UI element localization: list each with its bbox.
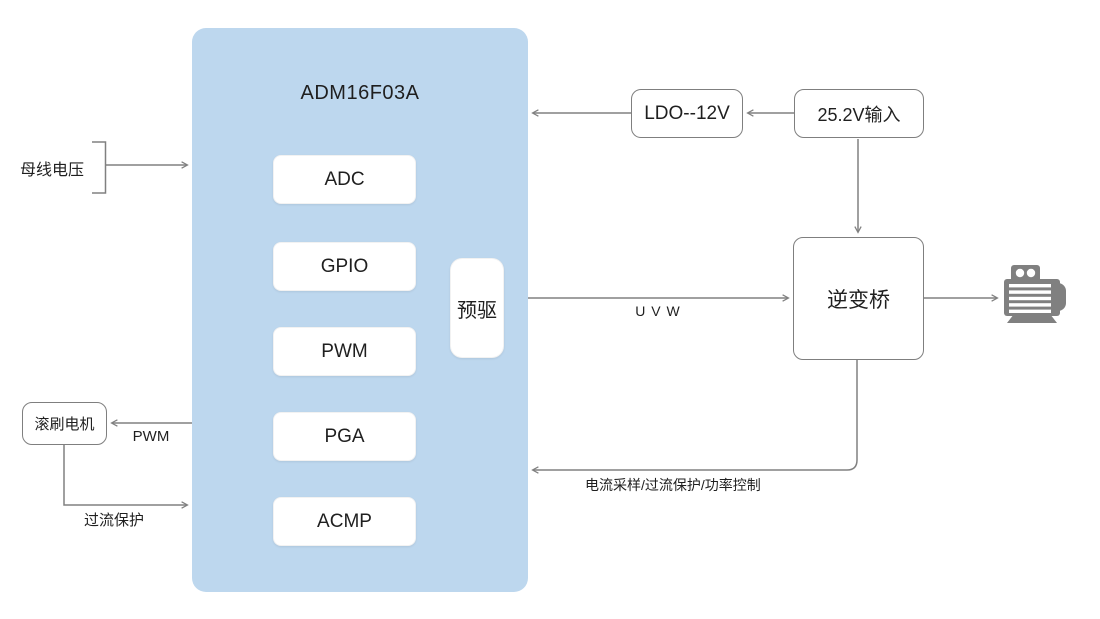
node-label: 逆变桥 xyxy=(827,288,890,312)
chip-module-predriver: 预驱 xyxy=(450,258,504,358)
chip-title: ADM16F03A xyxy=(300,82,420,104)
node-power-input: 25.2V输入 xyxy=(794,89,924,138)
module-label: GPIO xyxy=(320,255,369,277)
label-feedback: 电流采样/过流保护/功率控制 xyxy=(585,477,761,493)
chip-module-pwm: PWM xyxy=(273,327,416,376)
node-label: 25.2V输入 xyxy=(817,104,901,125)
module-label: ADC xyxy=(324,168,365,190)
predriver-label: 预驱 xyxy=(457,299,497,322)
label-overcurrent: 过流保护 xyxy=(84,512,145,529)
node-ldo-12v: LDO--12V xyxy=(631,89,743,138)
label-pwm: PWM xyxy=(132,428,170,445)
chip-module-acmp: ACMP xyxy=(273,497,416,546)
chip-module-gpio: GPIO xyxy=(273,242,416,291)
bus-voltage-bracket xyxy=(92,141,107,194)
label-uvw: U V W xyxy=(635,303,681,319)
node-label: LDO--12V xyxy=(644,102,730,124)
motor-icon xyxy=(1004,265,1066,323)
module-label: PGA xyxy=(324,425,365,447)
node-inverter-bridge: 逆变桥 xyxy=(793,237,924,360)
label-bus-voltage: 母线电压 xyxy=(20,162,85,179)
node-brush-motor: 滚刷电机 xyxy=(22,402,107,445)
connector-overcurrent-to-chip xyxy=(63,445,189,509)
chip-module-pga: PGA xyxy=(273,412,416,461)
module-label: PWM xyxy=(321,340,368,362)
chip-module-adc: ADC xyxy=(273,155,416,204)
connector-feedback-to-chip xyxy=(531,360,858,474)
node-label: 滚刷电机 xyxy=(34,416,95,433)
module-label: ACMP xyxy=(317,510,372,532)
